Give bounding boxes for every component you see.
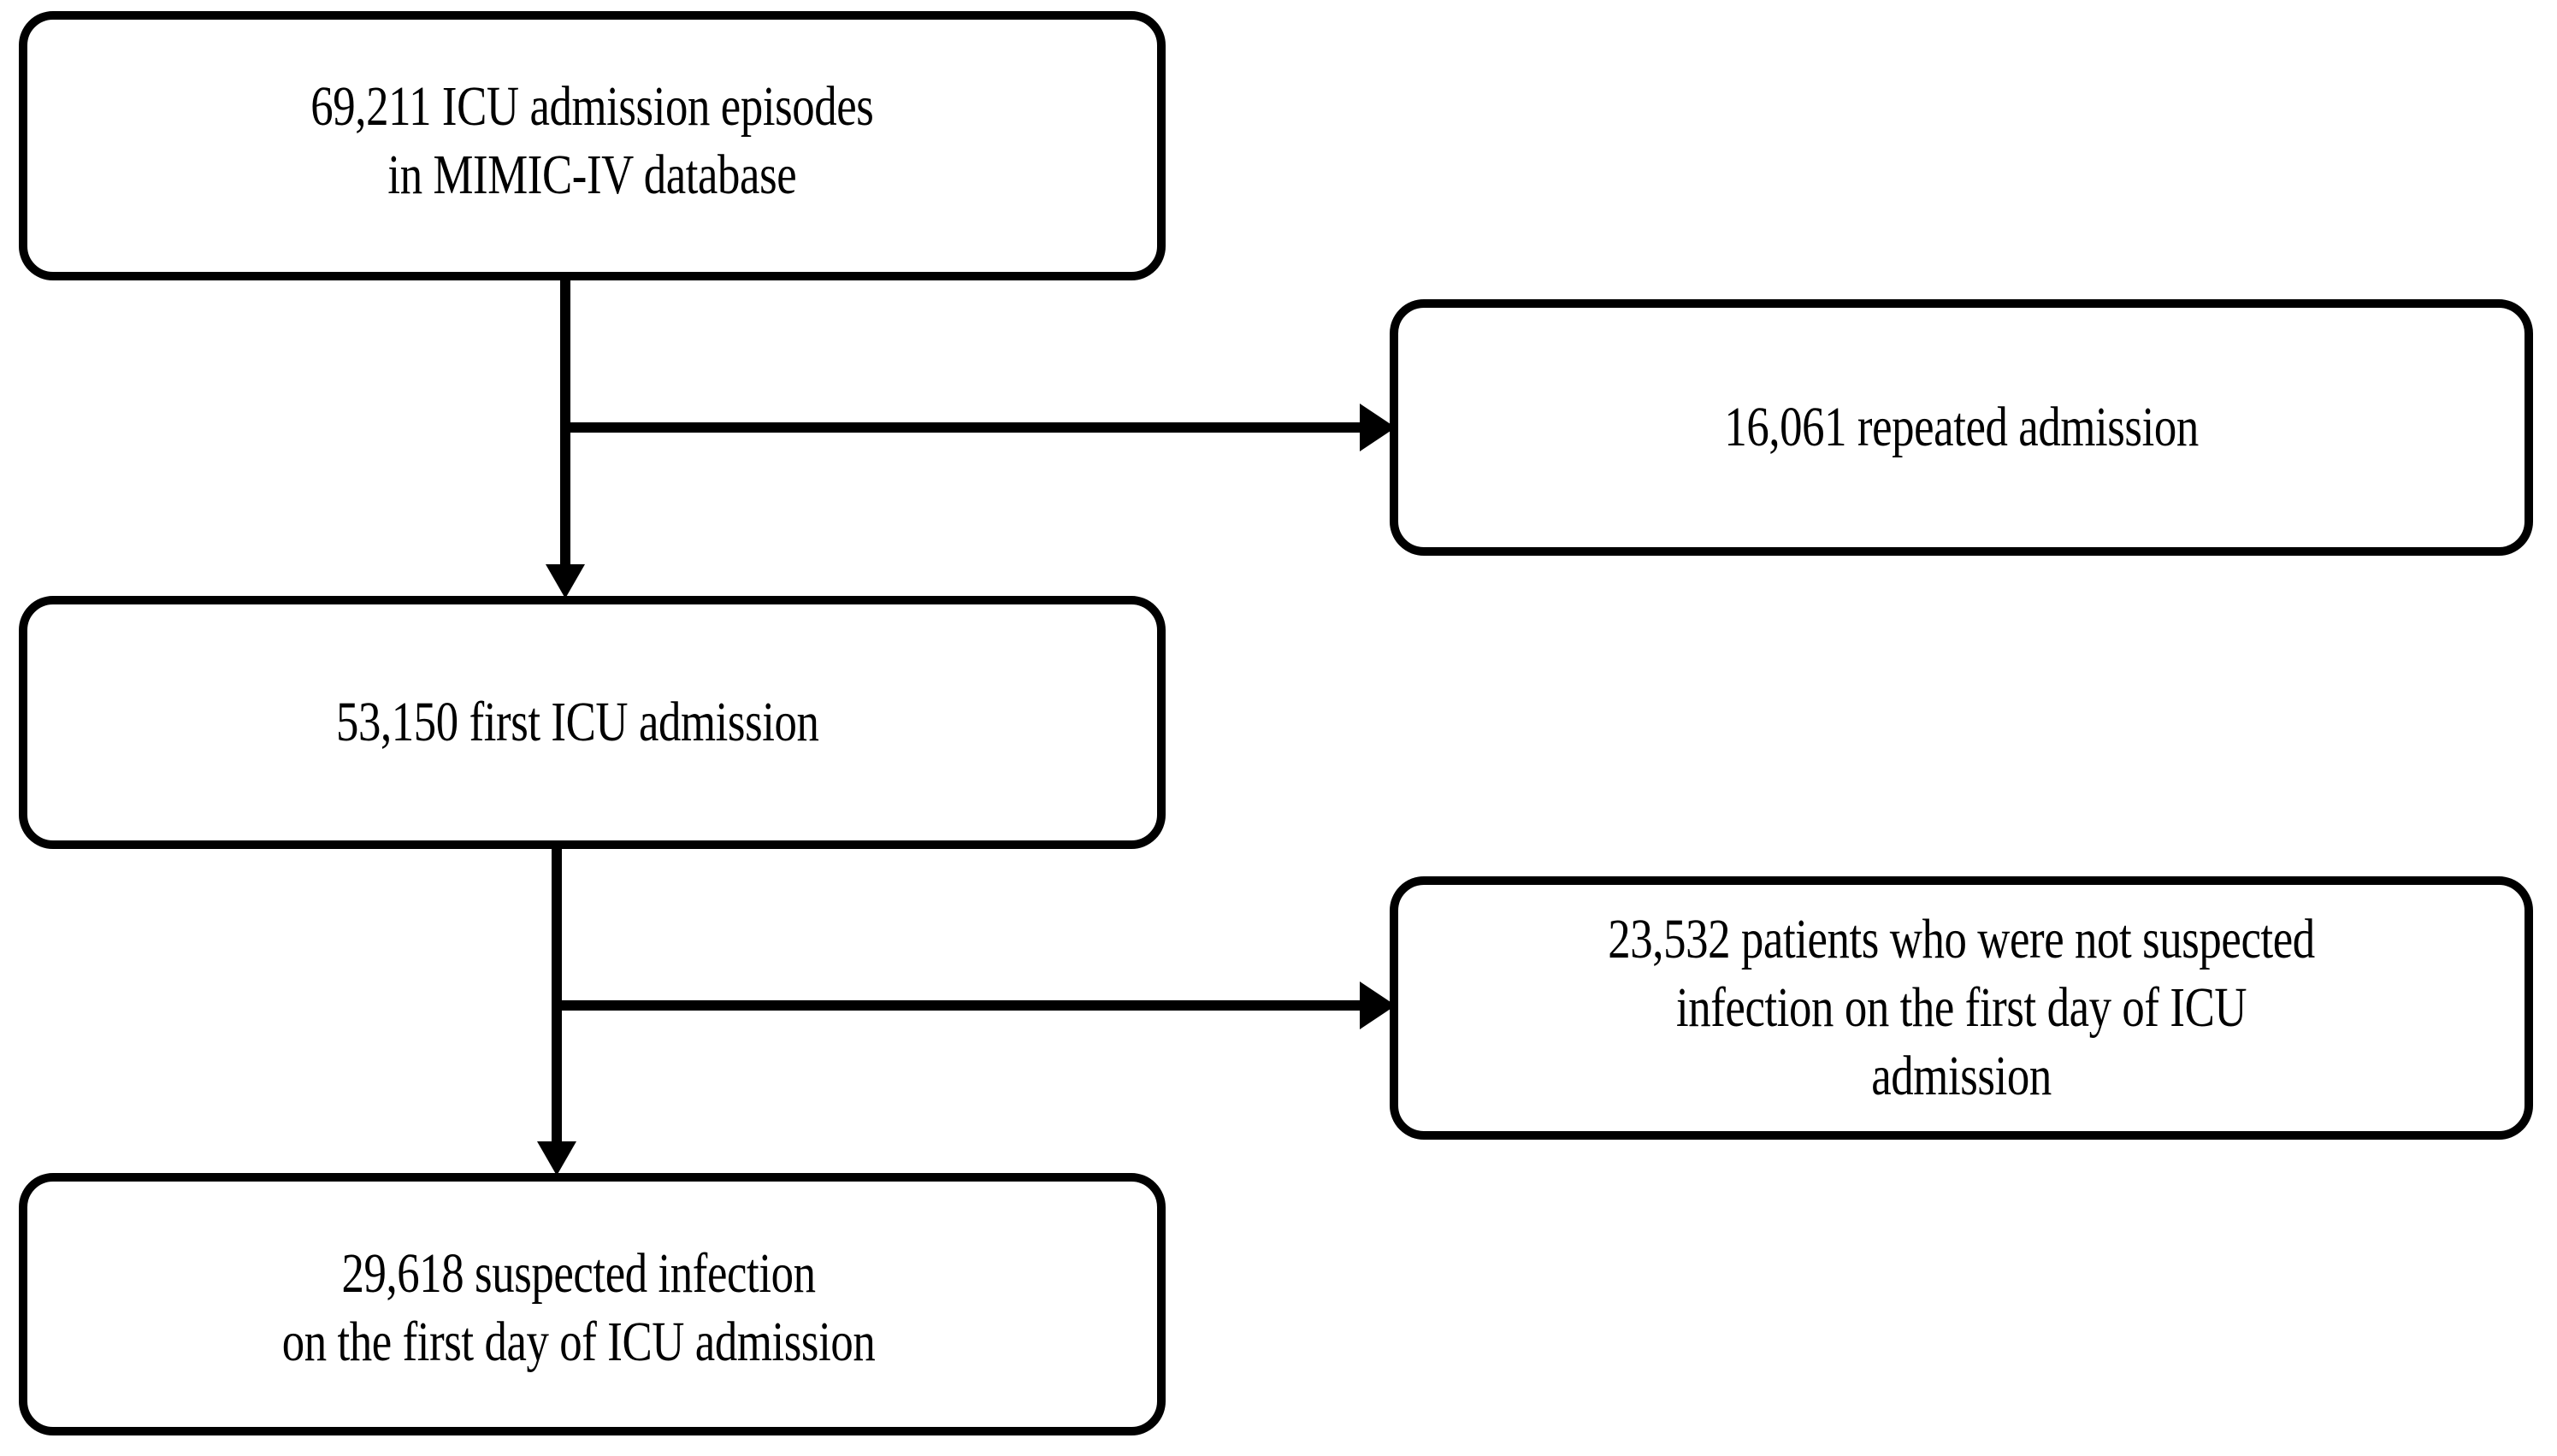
node-repeated-admission[interactable]: 16,061 repeated admission [1390,299,2533,556]
node-2-label: 53,150 first ICU admission [335,691,819,753]
connector-trunk-2 [537,849,576,1176]
connector-branch-2 [557,981,1396,1029]
node-1-label: 69,211 ICU admission episodes in MIMIC-I… [310,74,874,206]
node-icu-admission-episodes[interactable]: 69,211 ICU admission episodes in MIMIC-I… [19,11,1166,280]
node-not-suspected-infection[interactable]: 23,532 patients who were not suspected i… [1390,876,2533,1140]
node-suspected-infection-final[interactable]: 29,618 suspected infection on the first … [19,1173,1166,1435]
node-first-icu-admission[interactable]: 53,150 first ICU admission [19,596,1166,849]
node-side-2-label: 23,532 patients who were not suspected i… [1608,908,2315,1107]
node-3-label: 29,618 suspected infection on the first … [281,1241,876,1373]
connector-branch-1 [565,404,1396,451]
connector-trunk-1 [546,280,585,598]
node-side-1-label: 16,061 repeated admission [1724,396,2199,458]
